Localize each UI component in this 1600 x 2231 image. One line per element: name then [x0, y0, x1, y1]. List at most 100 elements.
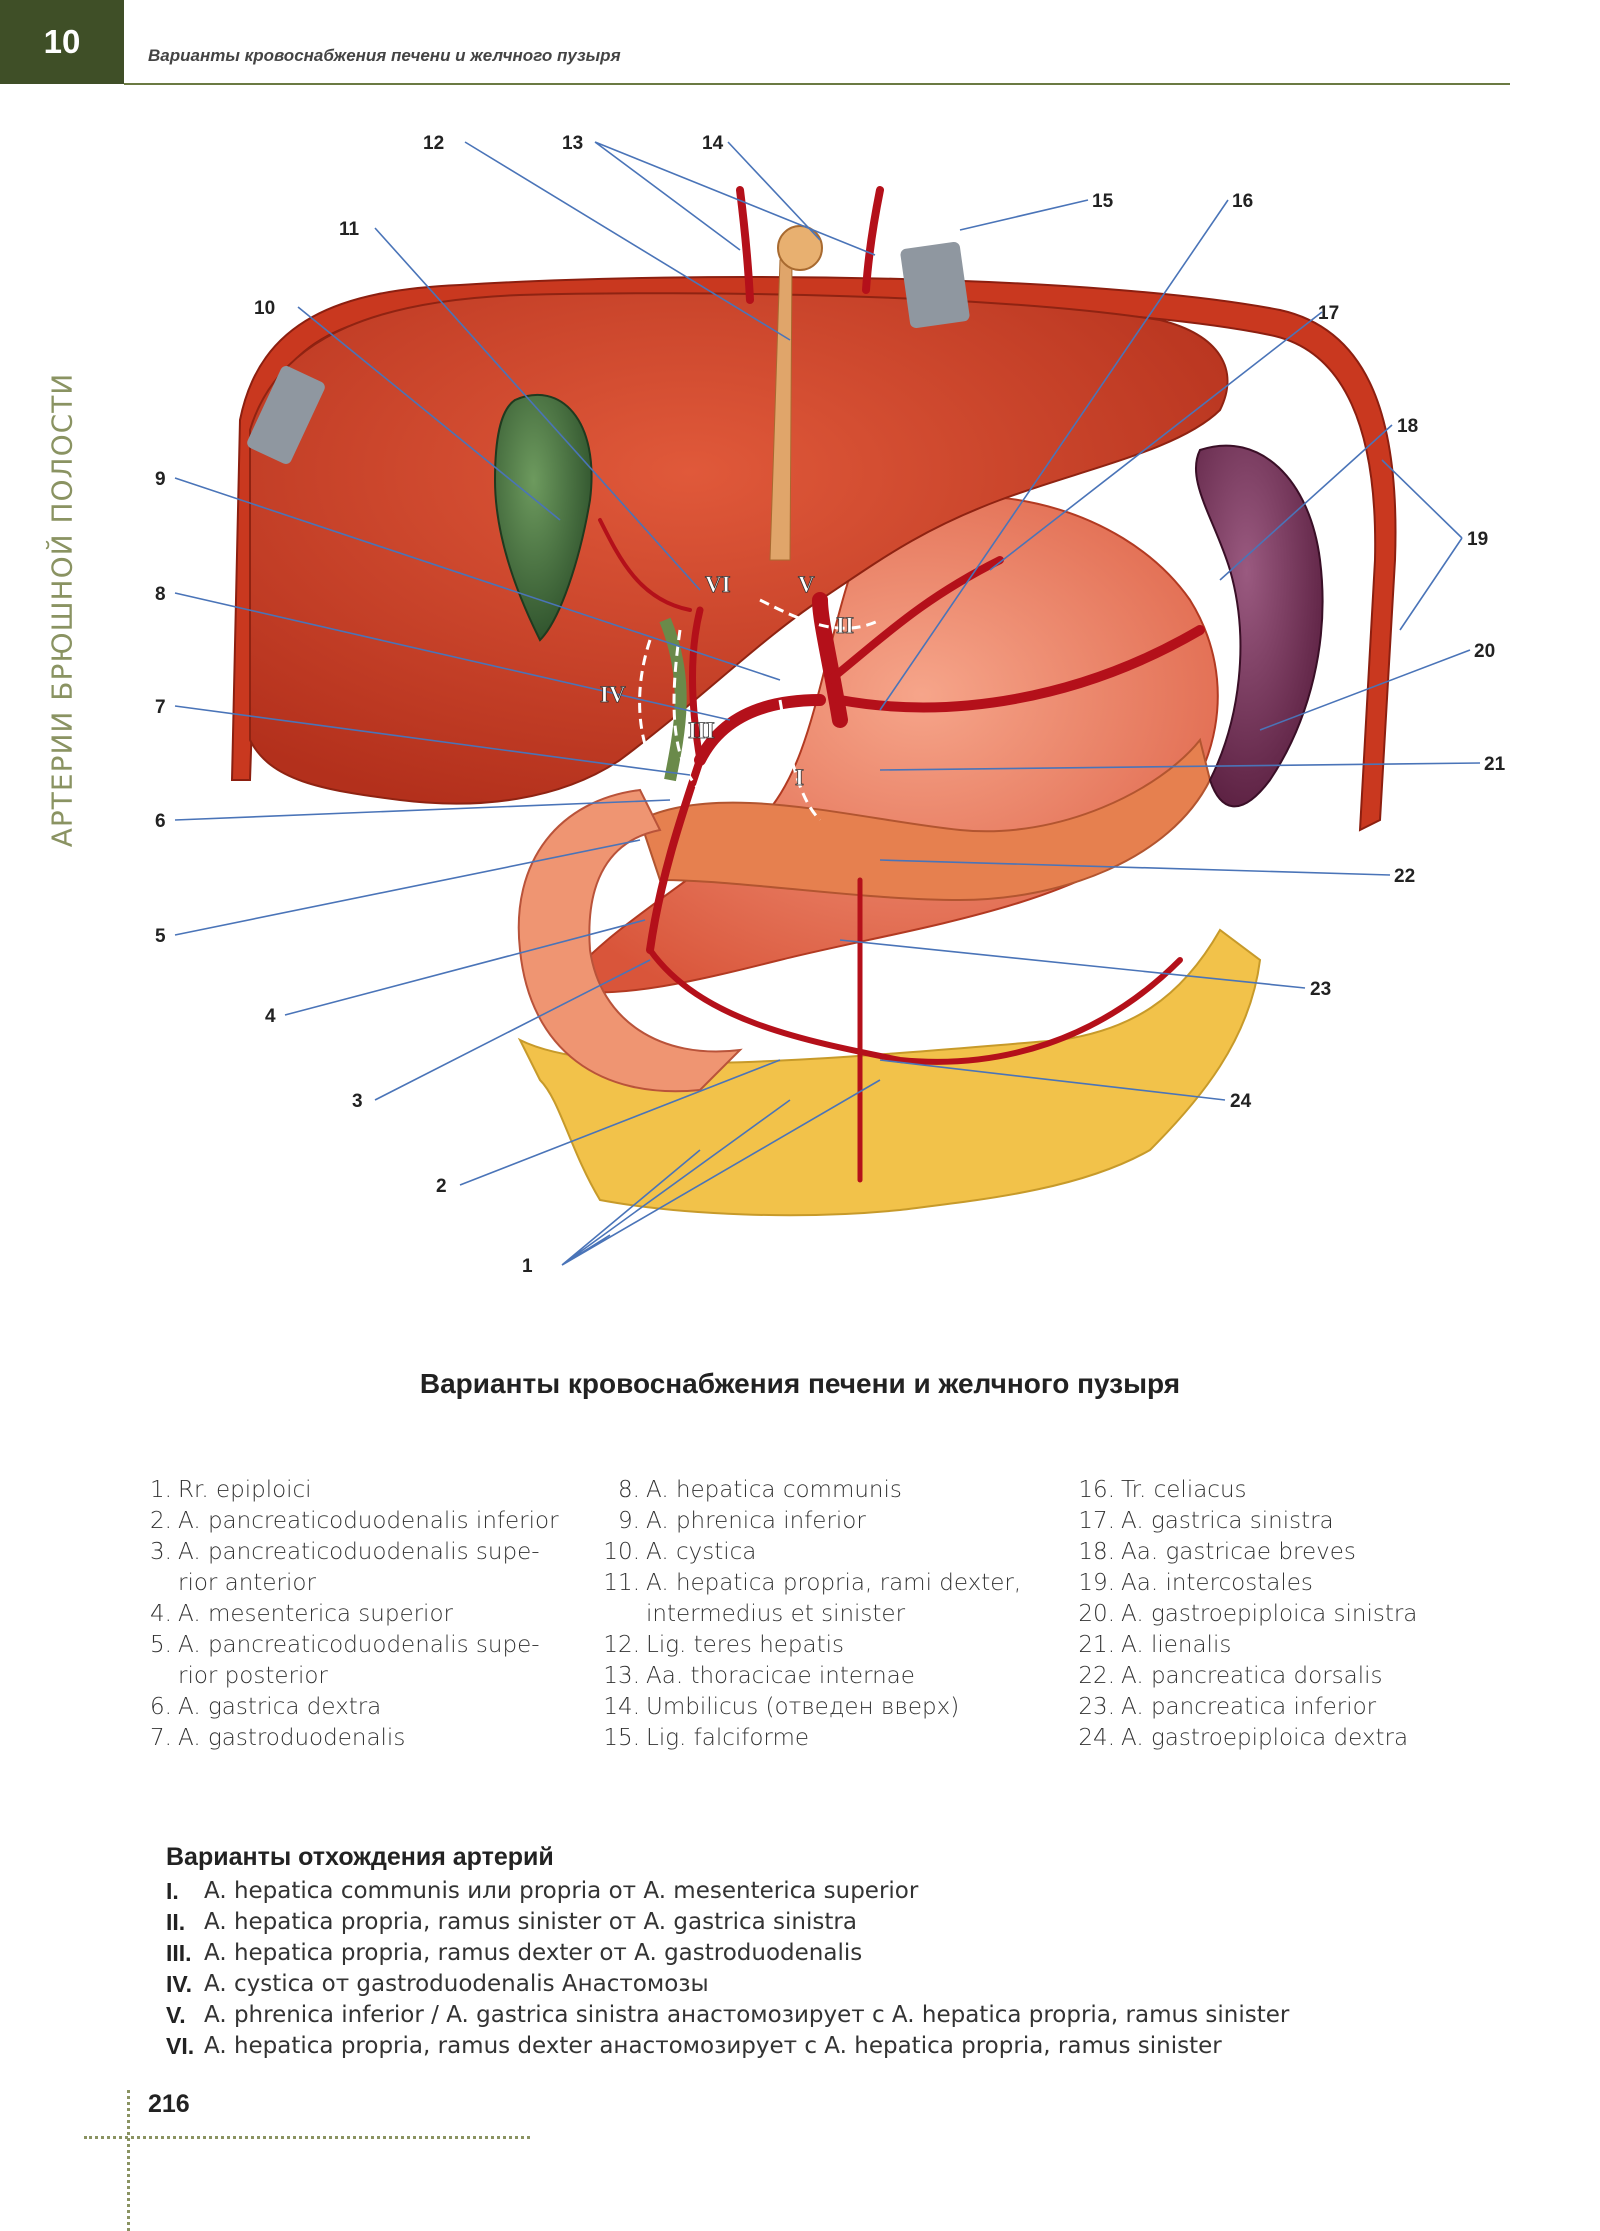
- legend-number: 5.: [150, 1632, 172, 1658]
- legend-number: 11.: [603, 1570, 640, 1596]
- legend-text: Umbilicus (отведен вверх): [646, 1694, 960, 1720]
- page-number: 216: [148, 2090, 190, 2118]
- callout-12: 12: [423, 133, 444, 154]
- variant-mark-II: II: [836, 613, 854, 638]
- callout-20: 20: [1474, 641, 1495, 662]
- callout-15: 15: [1092, 191, 1114, 212]
- callout-24: 24: [1230, 1091, 1252, 1112]
- variant-roman: V.: [166, 2002, 186, 2028]
- footer-dotted-rule-vertical: [127, 2090, 130, 2231]
- spleen: [1194, 444, 1324, 808]
- legend-text: A. gastrica sinistra: [1121, 1508, 1334, 1534]
- legend-number: 20.: [1078, 1601, 1115, 1627]
- callout-11: 11: [339, 219, 360, 240]
- legend-number: 19.: [1078, 1570, 1115, 1596]
- callout-1: 1: [522, 1256, 533, 1277]
- legend-text: A. hepatica communis: [646, 1477, 902, 1503]
- legend-row: 6.A. gastrica dextra: [136, 1692, 559, 1723]
- variant-text: A. hepatica propria, ramus dexter анасто…: [204, 2033, 1222, 2059]
- legend-row: 1.Rr. epiploici: [136, 1475, 559, 1506]
- legend-row: 8.A. hepatica communis: [592, 1475, 1021, 1506]
- callout-14: 14: [702, 133, 724, 154]
- legend-text: Lig. falciforme: [646, 1725, 810, 1751]
- legend-text: A. pancreaticoduodenalis supe-: [178, 1539, 540, 1565]
- callout-10: 10: [254, 298, 275, 319]
- legend-row: rior anterior: [136, 1568, 559, 1599]
- legend-number: 7.: [150, 1725, 172, 1751]
- variant-text: A. hepatica communis или propria от A. m…: [204, 1878, 919, 1904]
- callout-18: 18: [1397, 416, 1418, 437]
- callout-2: 2: [436, 1176, 447, 1197]
- legend-row: 23.A. pancreatica inferior: [1067, 1692, 1417, 1723]
- legend-text: Lig. teres hepatis: [646, 1632, 845, 1658]
- callout-19: 19: [1467, 529, 1488, 550]
- legend-row: 2.A. pancreaticoduodenalis inferior: [136, 1506, 559, 1537]
- callout-22: 22: [1394, 866, 1415, 887]
- legend-row: 13.Aa. thoracicae internae: [592, 1661, 1021, 1692]
- legend-column-3: 16.Tr. celiacus 17.A. gastrica sinistra …: [1067, 1475, 1417, 1754]
- legend-text: A. pancreatica inferior: [1121, 1694, 1377, 1720]
- legend-number: 16.: [1078, 1477, 1115, 1503]
- legend-row: intermedius et sinister: [592, 1599, 1021, 1630]
- legend-number: 18.: [1078, 1539, 1115, 1565]
- legend-text: Aa. gastricae breves: [1121, 1539, 1356, 1565]
- legend-row: 20.A. gastroepiploica sinistra: [1067, 1599, 1417, 1630]
- variant-routes: [638, 598, 881, 822]
- legend-row: 10.A. cystica: [592, 1537, 1021, 1568]
- greater-omentum: [517, 928, 1262, 1217]
- legend-number: 13.: [603, 1663, 640, 1689]
- callout-5: 5: [155, 926, 166, 947]
- legend-number: 24.: [1078, 1725, 1115, 1751]
- variant-roman: IV.: [166, 1971, 193, 1997]
- legend-number: 3.: [150, 1539, 172, 1565]
- legend-text: rior anterior: [178, 1570, 316, 1596]
- variant-mark-I: I: [795, 765, 804, 790]
- variant-mark-VI: VI: [705, 572, 731, 597]
- header-rule: [124, 83, 1510, 85]
- legend-text: A. pancreaticoduodenalis inferior: [178, 1508, 559, 1534]
- variant-roman: I.: [166, 1878, 179, 1904]
- anatomical-illustration: 1 2 3 4 5 6 7 8 9 10 11 12 13 14 15 16 1…: [155, 133, 1506, 1277]
- legend-text: A. mesenterica superior: [178, 1601, 453, 1627]
- legend-row: 15.Lig. falciforme: [592, 1723, 1021, 1754]
- callout-3: 3: [352, 1091, 363, 1112]
- legend-row: 24.A. gastroepiploica dextra: [1067, 1723, 1417, 1754]
- legend-number: 2.: [150, 1508, 172, 1534]
- legend-text: A. gastroepiploica sinistra: [1121, 1601, 1418, 1627]
- legend-text: A. gastroepiploica dextra: [1121, 1725, 1409, 1751]
- legend-row: 3.A. pancreaticoduodenalis supe-: [136, 1537, 559, 1568]
- legend-text: A. phrenica inferior: [646, 1508, 866, 1534]
- legend-text: A. pancreatica dorsalis: [1121, 1663, 1383, 1689]
- variant-mark-V: V: [798, 572, 815, 597]
- callout-7: 7: [155, 697, 166, 718]
- leader-lines: [174, 141, 1481, 1266]
- bile-duct: [659, 617, 687, 782]
- legend-number: [136, 1661, 178, 1692]
- variant-text: A. cystica от gastroduodenalis Анастомоз…: [204, 1971, 709, 1997]
- legend-number: 12.: [603, 1632, 640, 1658]
- legend-row: 17.A. gastrica sinistra: [1067, 1506, 1417, 1537]
- legend-row: 9.A. phrenica inferior: [592, 1506, 1021, 1537]
- legend-number: 9.: [618, 1508, 640, 1534]
- legend-row: 4.A. mesenterica superior: [136, 1599, 559, 1630]
- legend-text: A. gastroduodenalis: [178, 1725, 406, 1751]
- variant-text: A. phrenica inferior / A. gastrica sinis…: [204, 2002, 1290, 2028]
- callout-6: 6: [155, 811, 166, 832]
- variant-text: A. hepatica propria, ramus dexter от A. …: [204, 1940, 863, 1966]
- legend-number: [136, 1568, 178, 1599]
- legend-number: 15.: [603, 1725, 640, 1751]
- legend-number: 22.: [1078, 1663, 1115, 1689]
- legend-text: Rr. epiploici: [178, 1477, 312, 1503]
- variant-item: III.A. hepatica propria, ramus dexter от…: [166, 1938, 1289, 1969]
- legend-column-1: 1.Rr. epiploici 2.A. pancreaticoduodenal…: [136, 1475, 559, 1754]
- legend-number: 10.: [603, 1539, 640, 1565]
- legend-text: intermedius et sinister: [646, 1601, 906, 1627]
- legend-number: 17.: [1078, 1508, 1115, 1534]
- legend-number: 14.: [603, 1694, 640, 1720]
- clamp-right: [900, 241, 970, 329]
- legend-row: 11.A. hepatica propria, rami dexter,: [592, 1568, 1021, 1599]
- callout-16: 16: [1232, 191, 1253, 212]
- variant-item: VI.A. hepatica propria, ramus dexter ана…: [166, 2031, 1289, 2062]
- legend-text: Aa. intercostales: [1121, 1570, 1313, 1596]
- legend-text: A. hepatica propria, rami dexter,: [646, 1570, 1022, 1596]
